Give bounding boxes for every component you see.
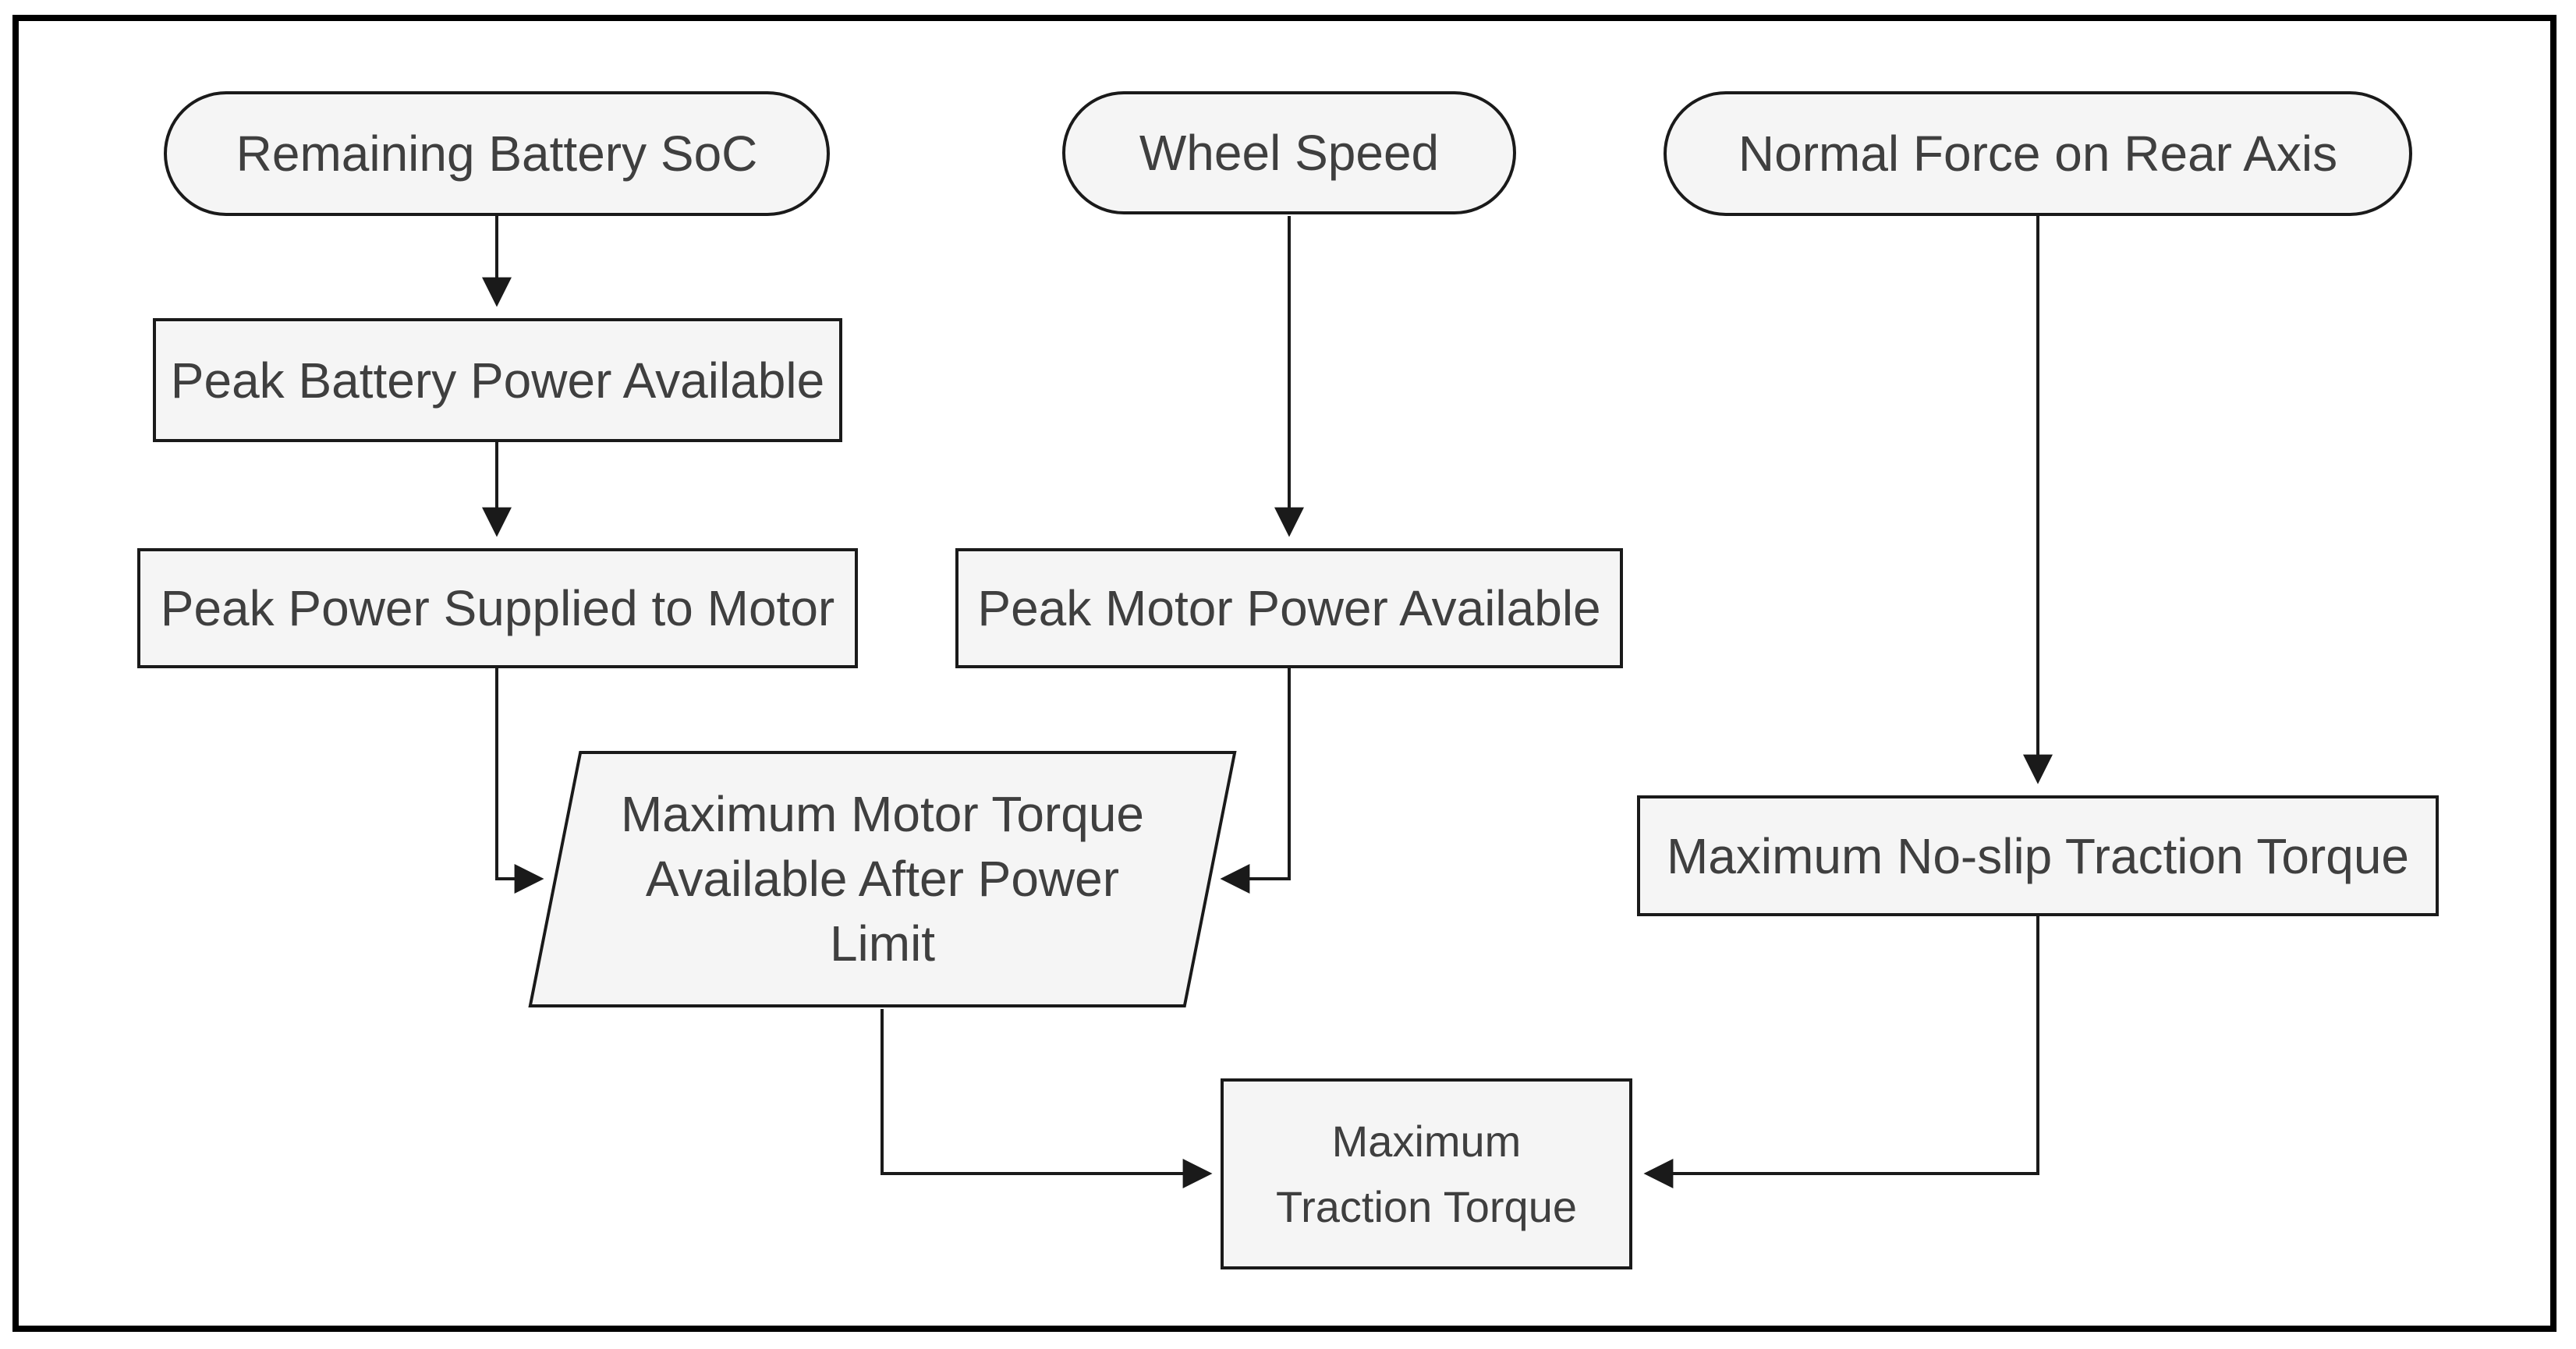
max-motor-torque-line3: Limit — [829, 915, 936, 972]
node-max-motor-torque: Maximum Motor Torque Available After Pow… — [528, 751, 1237, 1007]
node-remaining-battery-soc: Remaining Battery SoC — [164, 91, 830, 216]
node-max-motor-torque-label: Maximum Motor Torque Available After Pow… — [554, 751, 1211, 1007]
node-wheel-speed-label: Wheel Speed — [1139, 125, 1440, 181]
max-traction-torque-line1: Maximum — [1331, 1116, 1522, 1166]
edge-noslip-torque-to-max-traction — [1643, 916, 2039, 1188]
node-remaining-battery-soc-label: Remaining Battery SoC — [236, 126, 758, 182]
node-max-noslip-torque: Maximum No-slip Traction Torque — [1637, 795, 2439, 916]
node-max-noslip-torque-label: Maximum No-slip Traction Torque — [1666, 827, 2410, 884]
node-peak-power-supplied-label: Peak Power Supplied to Motor — [160, 580, 835, 636]
node-peak-battery-power-label: Peak Battery Power Available — [170, 352, 825, 409]
node-peak-motor-power-label: Peak Motor Power Available — [977, 580, 1601, 636]
node-normal-force-rear-axis: Normal Force on Rear Axis — [1664, 91, 2412, 216]
node-normal-force-rear-axis-label: Normal Force on Rear Axis — [1738, 126, 2338, 182]
node-peak-motor-power: Peak Motor Power Available — [955, 548, 1623, 668]
edge-motor-power-to-max-motor-torque — [1220, 668, 1291, 894]
node-max-traction-torque: Maximum Traction Torque — [1221, 1078, 1632, 1269]
node-wheel-speed: Wheel Speed — [1062, 91, 1516, 214]
edge-power-supplied-to-max-motor-torque — [495, 668, 544, 894]
node-peak-power-supplied: Peak Power Supplied to Motor — [137, 548, 858, 668]
max-motor-torque-line1: Maximum Motor Torque — [620, 785, 1145, 842]
max-motor-torque-line2: Available After Power — [645, 850, 1120, 907]
max-traction-torque-line2: Traction Torque — [1276, 1181, 1577, 1231]
node-peak-battery-power: Peak Battery Power Available — [153, 318, 842, 442]
edge-max-motor-torque-to-max-traction — [881, 1009, 1213, 1188]
